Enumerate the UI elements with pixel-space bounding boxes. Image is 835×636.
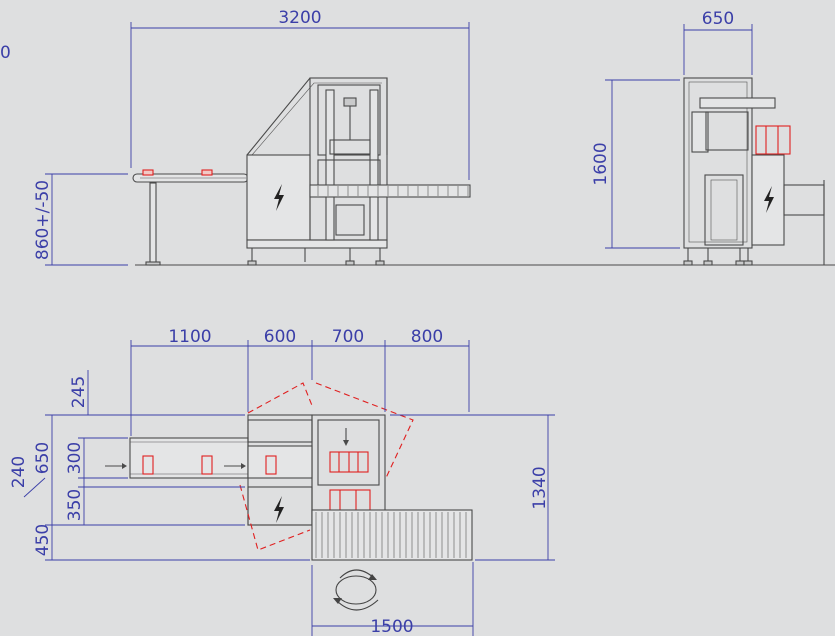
dim-left-245: 245	[69, 376, 89, 408]
outfeed-roller-conveyor	[309, 184, 471, 198]
dim-segment-800: 800	[411, 327, 443, 347]
dim-outfeed-length: 1500	[370, 617, 413, 636]
dim-end-width: 650	[702, 9, 734, 29]
lightning-bolt-icon	[274, 184, 284, 211]
dim-segment-600: 600	[264, 327, 296, 347]
lightning-bolt-icon	[274, 496, 284, 523]
dim-left-240: 240	[9, 456, 29, 488]
outfeed-roller-table	[311, 509, 473, 561]
corner-label: 0	[0, 43, 11, 63]
dim-end-height: 1600	[591, 142, 611, 185]
flow-arrow-icon	[105, 463, 246, 469]
dim-infeed-height: 860+/-50	[33, 180, 53, 260]
dim-segment-700: 700	[332, 327, 364, 347]
end-view: 650 1600	[591, 9, 825, 266]
dim-left-650: 650	[33, 442, 53, 474]
machine-body	[246, 77, 388, 266]
plan-view: 1100 600 700 800 245 650 300 240 350 450 1340 15…	[9, 327, 555, 636]
rotation-arrows-icon	[333, 569, 379, 611]
infeed-conveyor	[132, 169, 249, 266]
side-view: 3200 860+/-50	[33, 8, 835, 266]
dim-overall-depth: 1340	[530, 466, 550, 509]
lightning-bolt-icon	[764, 186, 774, 213]
dim-left-350: 350	[65, 489, 85, 521]
dim-left-450: 450	[33, 524, 53, 556]
dim-segment-1100: 1100	[168, 327, 211, 347]
dim-left-300: 300	[65, 442, 85, 474]
infeed-belt	[129, 437, 249, 479]
dim-overall-length: 3200	[278, 8, 321, 28]
